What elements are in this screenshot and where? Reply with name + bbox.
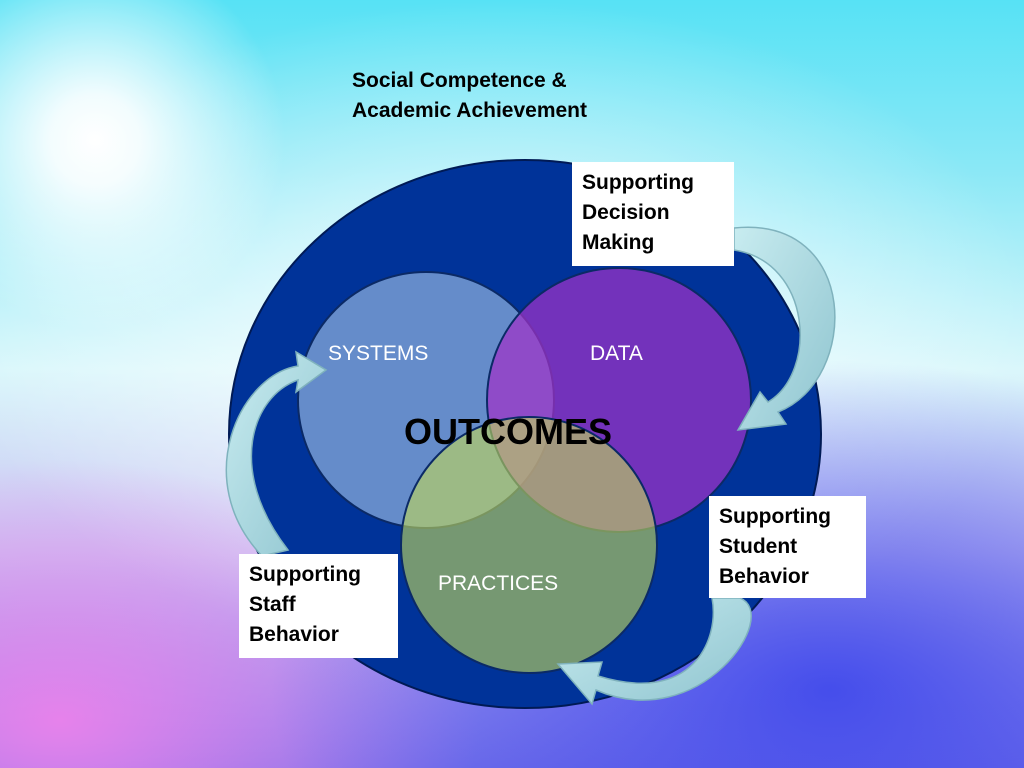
- callout-staff-behavior: Supporting Staff Behavior: [239, 554, 398, 658]
- callout-student-behavior: Supporting Student Behavior: [709, 496, 866, 598]
- callout-staff-line-3: Behavior: [249, 623, 339, 646]
- arrow-student-to-practices: [556, 597, 752, 706]
- systems-label: SYSTEMS: [328, 342, 429, 365]
- title-line-1: Social Competence &: [352, 69, 567, 92]
- callout-staff-line-1: Supporting: [249, 563, 361, 586]
- callout-decision-line-2: Decision: [582, 201, 670, 224]
- practices-circle: [400, 416, 658, 674]
- callout-decision-making: Supporting Decision Making: [572, 162, 734, 266]
- arrow-decision-to-data: [733, 226, 836, 431]
- title-line-2: Academic Achievement: [352, 99, 587, 122]
- callout-student-line-1: Supporting: [719, 505, 831, 528]
- callout-student-line-3: Behavior: [719, 565, 809, 588]
- practices-label: PRACTICES: [438, 572, 559, 595]
- data-label: DATA: [590, 342, 643, 365]
- arrow-staff-to-systems: [225, 350, 328, 557]
- outcomes-label: OUTCOMES: [404, 411, 613, 452]
- callout-decision-line-3: Making: [582, 231, 655, 254]
- callout-student-line-2: Student: [719, 535, 798, 558]
- diagram-title: Social Competence & Academic Achievement: [352, 66, 587, 126]
- callout-decision-line-1: Supporting: [582, 171, 694, 194]
- callout-staff-line-2: Staff: [249, 593, 296, 616]
